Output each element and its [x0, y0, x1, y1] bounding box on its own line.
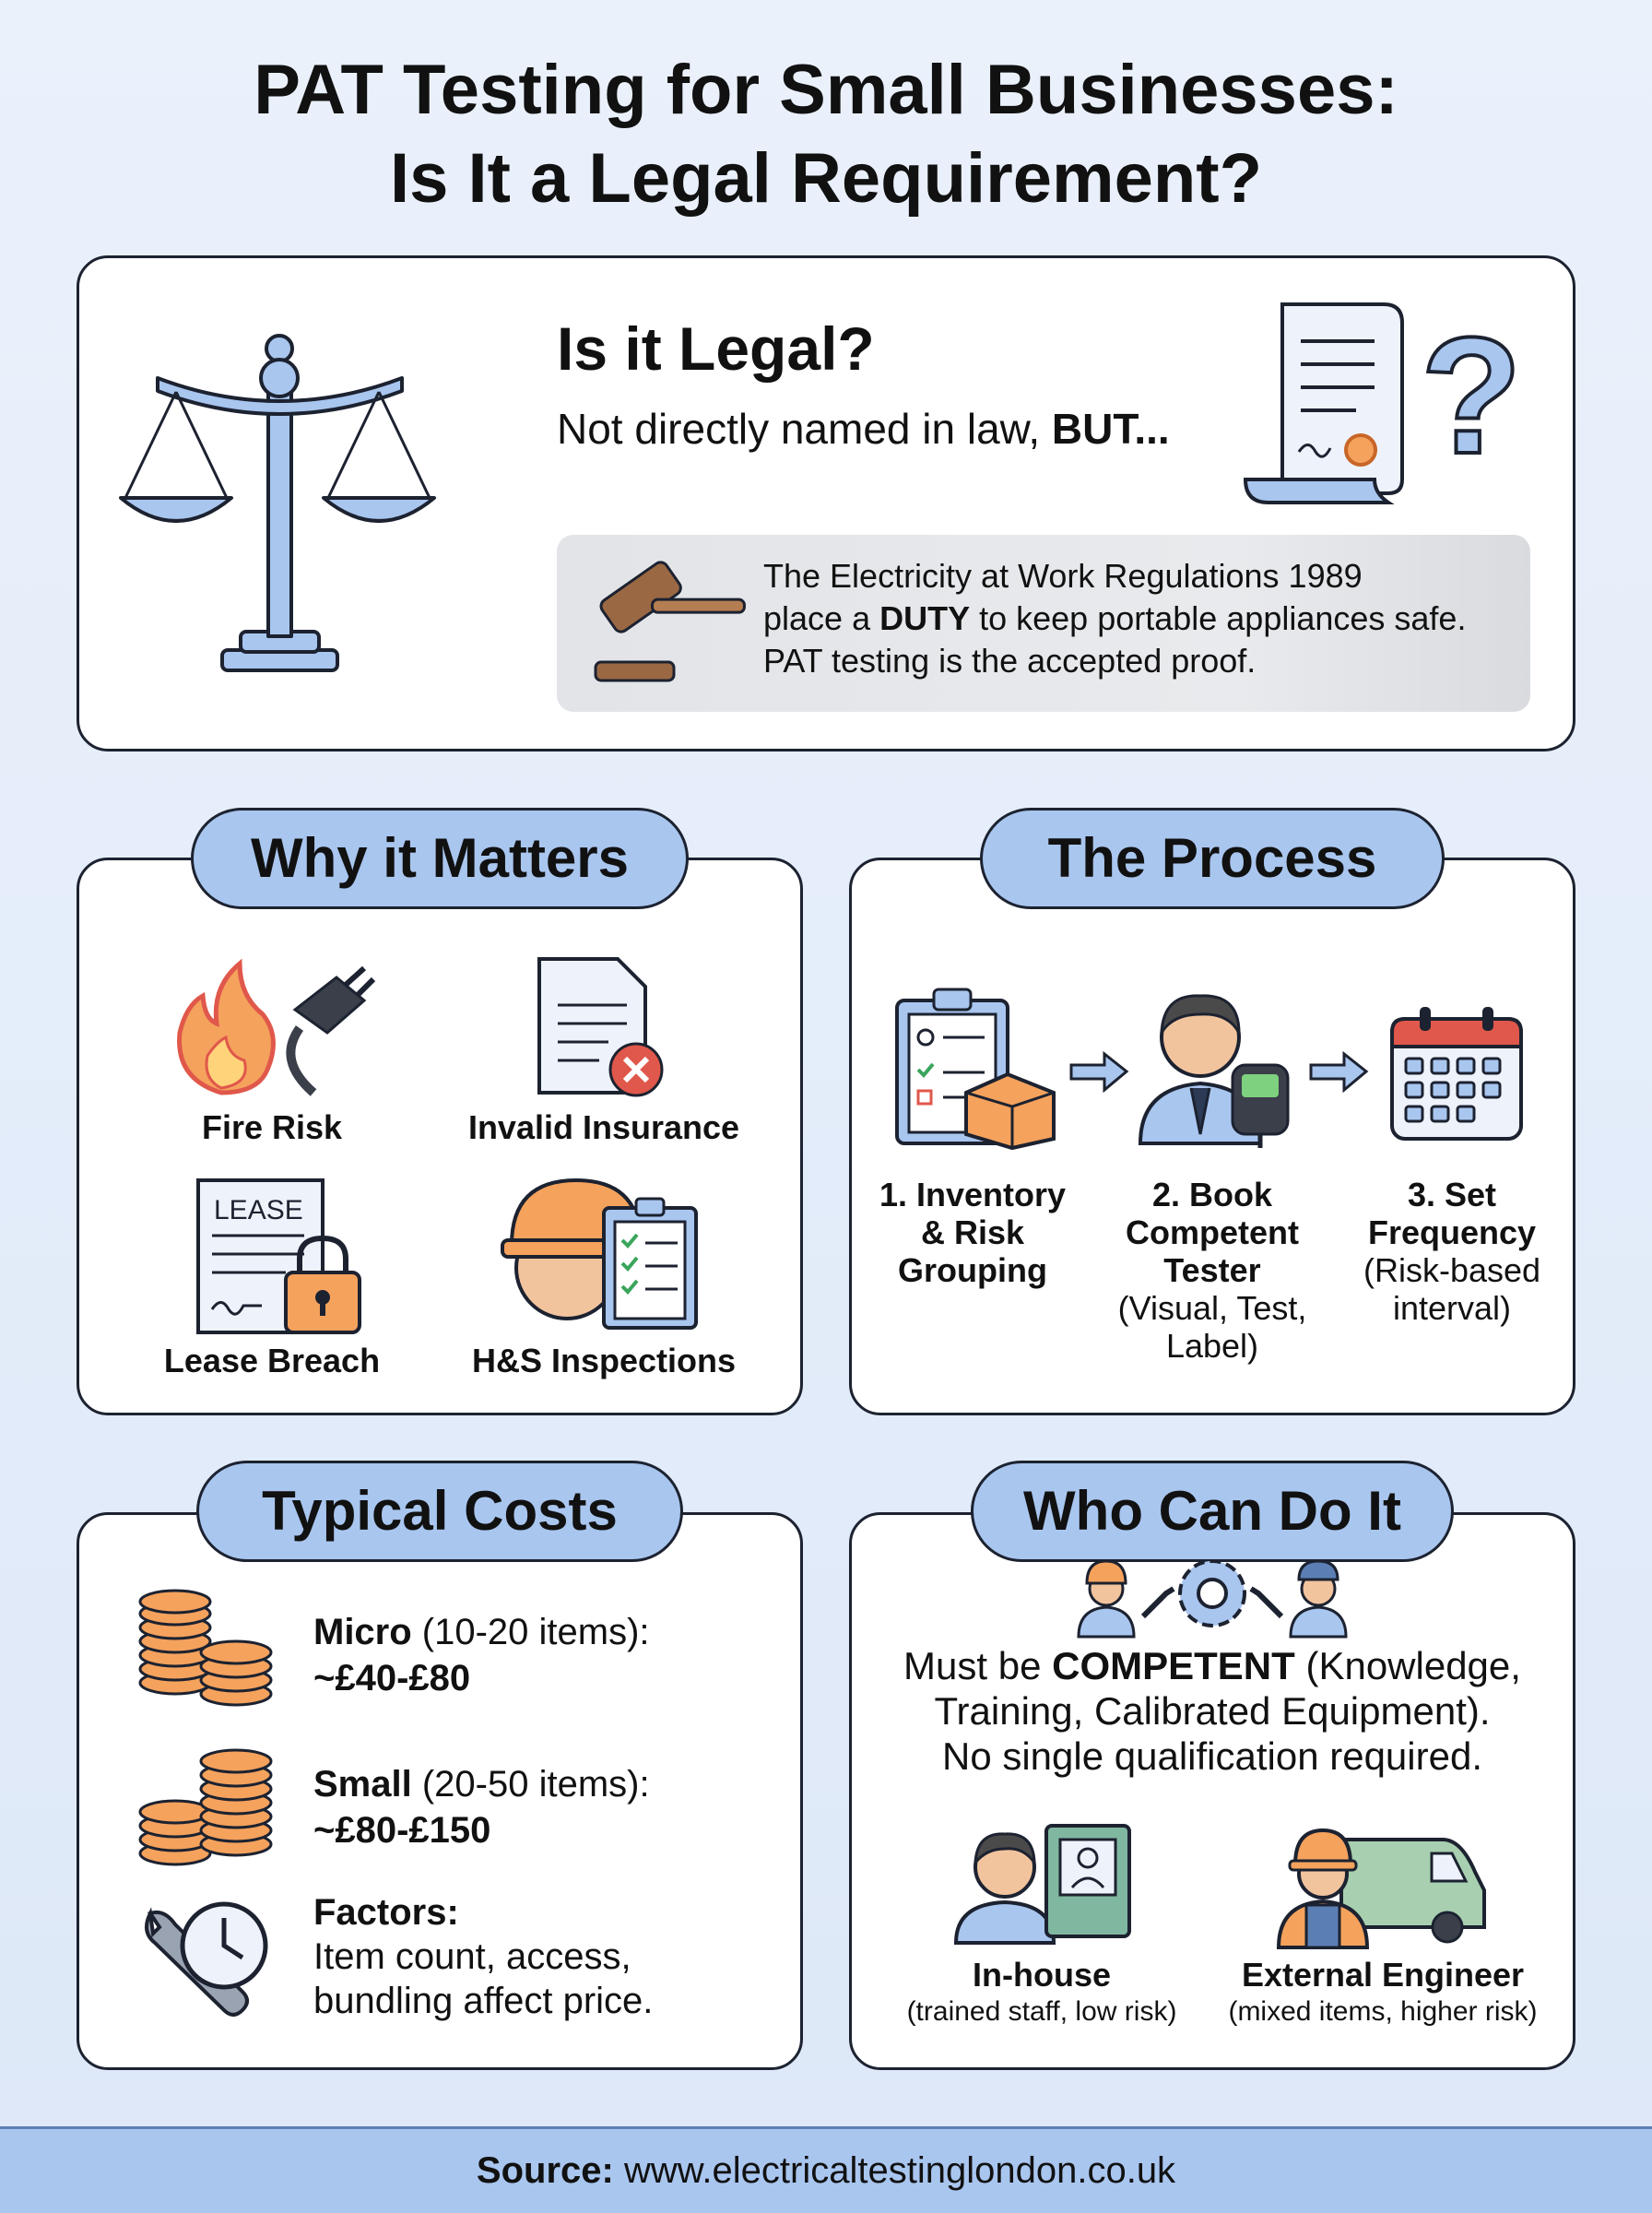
callout-line-1: The Electricity at Work Regulations 1989	[763, 557, 1363, 595]
step-2-line-3: Tester	[1163, 1251, 1261, 1289]
inhouse-sub: (trained staff, low risk)	[906, 1996, 1177, 2027]
step-1-line-2: & Risk	[920, 1213, 1025, 1251]
process-step-2: 2. Book Competent Tester (Visual, Test, …	[1102, 1176, 1323, 1365]
staff-book-icon	[953, 1824, 1131, 1945]
process-step-1: 1. Inventory & Risk Grouping	[862, 1176, 1083, 1289]
callout-text: The Electricity at Work Regulations 1989…	[763, 555, 1466, 682]
question-mark-icon: ?	[1419, 302, 1524, 491]
lease-lock-icon	[196, 1178, 361, 1334]
who-option-inhouse: In-house (trained staff, low risk)	[885, 1955, 1198, 2029]
inhouse-title: In-house	[973, 1956, 1111, 1994]
cost-small-line: Small (20-50 items):	[313, 1761, 650, 1807]
document-certificate-icon	[1243, 302, 1404, 504]
external-title: External Engineer	[1241, 1956, 1525, 1994]
document-x-icon	[537, 957, 664, 1097]
legal-subtitle-text: Not directly named in law,	[557, 405, 1052, 453]
fire-plug-icon	[177, 958, 376, 1096]
cost-item-micro: Micro (10-20 items): ~£40-£80	[313, 1609, 650, 1701]
costs-heading: Typical Costs	[196, 1461, 683, 1562]
scales-icon	[119, 334, 436, 672]
engineer-van-icon	[1276, 1828, 1486, 1949]
who-description: Must be COMPETENT (Knowledge, Training, …	[862, 1643, 1563, 1779]
footer-url[interactable]: www.electricaltestinglondon.co.uk	[613, 2150, 1176, 2191]
wrench-clock-icon	[145, 1901, 268, 2017]
who-competent: COMPETENT	[1052, 1644, 1295, 1687]
tester-person-icon	[1138, 994, 1290, 1148]
why-label-inspections: H&S Inspections	[471, 1342, 737, 1379]
cost-micro-line: Micro (10-20 items):	[313, 1609, 650, 1655]
why-label-insurance: Invalid Insurance	[467, 1108, 740, 1146]
step-2-sub-2: Label)	[1165, 1327, 1259, 1365]
callout-line-2: place a DUTY to keep portable appliances…	[763, 598, 1466, 640]
legal-heading: Is it Legal?	[557, 314, 875, 383]
legal-subtitle-bold: BUT...	[1051, 405, 1170, 453]
step-2-line-2: Competent	[1126, 1213, 1299, 1251]
why-label-fire: Fire Risk	[201, 1108, 343, 1146]
clipboard-box-icon	[895, 988, 1056, 1151]
cost-micro-bold: Micro	[313, 1612, 412, 1652]
who-line-2: Training, Calibrated Equipment).	[934, 1689, 1491, 1733]
step-3-line-1: 3. Set	[1407, 1176, 1497, 1213]
who-line-1-post: (Knowledge,	[1294, 1644, 1521, 1687]
process-heading: The Process	[980, 808, 1445, 909]
external-sub: (mixed items, higher risk)	[1228, 1996, 1538, 2027]
legal-subtitle: Not directly named in law, BUT...	[557, 404, 1170, 454]
cost-micro-price: ~£40-£80	[313, 1658, 471, 1698]
step-1-line-1: 1. Inventory	[879, 1176, 1067, 1213]
who-line-3: No single qualification required.	[941, 1734, 1482, 1778]
callout-line-2-post: to keep portable appliances safe.	[970, 599, 1467, 637]
coins-large-icon	[138, 1748, 273, 1866]
arrow-right-icon	[1309, 1050, 1369, 1094]
step-3-line-2: Frequency	[1367, 1213, 1537, 1251]
step-3-sub-1: (Risk-based	[1363, 1251, 1541, 1289]
who-option-external: External Engineer (mixed items, higher r…	[1208, 1955, 1558, 2029]
cost-factors: Factors: Item count, access, bundling af…	[313, 1890, 653, 2023]
step-3-sub-2: interval)	[1392, 1289, 1512, 1327]
page-title: PAT Testing for Small Businesses: Is It …	[0, 46, 1652, 223]
cost-micro-rest: (10-20 items):	[411, 1612, 650, 1652]
why-label-lease: Lease Breach	[163, 1342, 381, 1379]
why-heading: Why it Matters	[191, 808, 689, 909]
callout-duty: DUTY	[879, 599, 971, 637]
step-1-line-3: Grouping	[898, 1251, 1047, 1289]
calendar-icon	[1390, 1007, 1523, 1141]
gavel-icon	[594, 561, 746, 682]
hardhat-checklist-icon	[501, 1178, 698, 1330]
cost-small-bold: Small	[313, 1764, 412, 1805]
legal-panel: Is it Legal? Not directly named in law, …	[77, 255, 1575, 751]
who-line-1-pre: Must be	[903, 1644, 1053, 1687]
factors-title: Factors:	[313, 1892, 459, 1933]
step-2-line-1: 2. Book	[1151, 1176, 1273, 1213]
cost-small-rest: (20-50 items):	[411, 1764, 650, 1805]
workers-gear-icon	[1077, 1559, 1348, 1639]
who-line-1: Must be COMPETENT (Knowledge,	[862, 1643, 1563, 1688]
lease-doc-text: LEASE	[214, 1195, 303, 1225]
who-heading: Who Can Do It	[971, 1461, 1454, 1562]
title-line-1: PAT Testing for Small Businesses:	[254, 51, 1398, 129]
cost-small-price: ~£80-£150	[313, 1810, 491, 1851]
footer: Source: www.electricaltestinglondon.co.u…	[0, 2126, 1652, 2213]
factors-line-2: bundling affect price.	[313, 1981, 654, 2021]
process-step-3: 3. Set Frequency (Risk-based interval)	[1341, 1176, 1563, 1327]
footer-label: Source:	[476, 2150, 614, 2191]
callout-line-2-pre: place a	[763, 599, 880, 637]
step-2-sub-1: (Visual, Test,	[1117, 1289, 1307, 1327]
arrow-right-icon	[1069, 1050, 1129, 1094]
callout-line-3: PAT testing is the accepted proof.	[763, 642, 1257, 680]
factors-line-1: Item count, access,	[313, 1936, 631, 1977]
title-line-2: Is It a Legal Requirement?	[390, 139, 1262, 218]
coins-small-icon	[138, 1589, 273, 1707]
cost-item-small: Small (20-50 items): ~£80-£150	[313, 1761, 650, 1853]
legal-callout	[557, 535, 1530, 712]
